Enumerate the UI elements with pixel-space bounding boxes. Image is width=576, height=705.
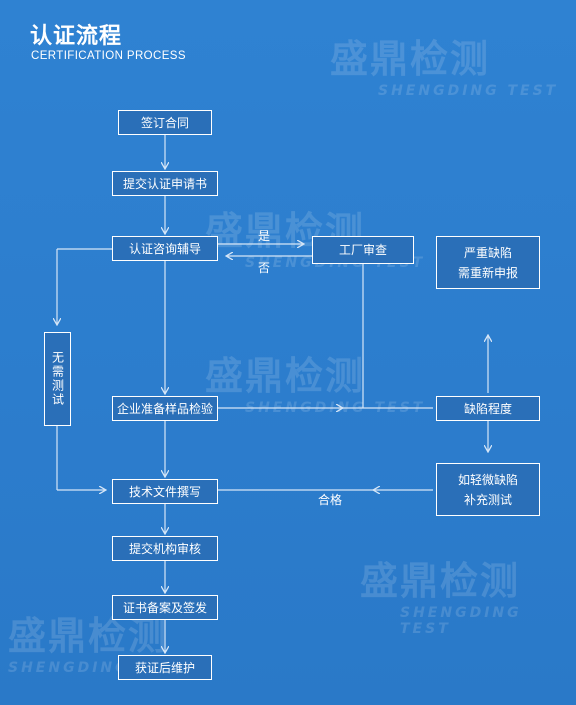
step-cert-filing: 证书备案及签发 <box>112 595 218 620</box>
step-submit-application: 提交认证申请书 <box>112 171 218 196</box>
edge-label-no: 否 <box>258 261 271 275</box>
step-sign-contract: 签订合同 <box>118 110 212 135</box>
page-subtitle: CERTIFICATION PROCESS <box>31 50 186 62</box>
step-factory-review: 工厂审查 <box>312 236 414 264</box>
step-label-line1: 如轻微缺陷 <box>457 472 518 487</box>
step-label: 企业准备样品检验 <box>116 401 213 416</box>
step-label: 认证咨询辅导 <box>128 241 201 256</box>
step-label: 工厂审查 <box>338 243 387 257</box>
step-consulting: 认证咨询辅导 <box>112 236 218 261</box>
step-agency-review: 提交机构审核 <box>112 536 218 561</box>
step-sample-test: 企业准备样品检验 <box>112 396 218 421</box>
edge-label-yes: 是 <box>258 229 271 243</box>
step-label: 提交机构审核 <box>128 541 201 556</box>
step-minor-defect: 如轻微缺陷 补充测试 <box>436 463 540 516</box>
page-title: 认证流程 <box>30 24 123 49</box>
step-post-maintenance: 获证后维护 <box>118 655 212 680</box>
step-label: 无需测试 <box>50 351 65 407</box>
step-label-line2: 补充测试 <box>463 492 512 507</box>
step-label: 缺陷程度 <box>463 401 512 416</box>
step-label: 技术文件撰写 <box>128 484 201 499</box>
step-tech-docs: 技术文件撰写 <box>112 479 218 504</box>
step-label: 获证后维护 <box>134 660 195 675</box>
step-no-test-needed: 无需测试 <box>44 332 71 426</box>
edge-label-pass: 合格 <box>318 493 343 507</box>
step-label-line2: 需重新申报 <box>457 265 518 280</box>
step-defect-level: 缺陷程度 <box>436 396 540 421</box>
step-label: 提交认证申请书 <box>122 176 207 191</box>
step-label: 签订合同 <box>140 115 189 130</box>
step-label: 证书备案及签发 <box>122 600 207 615</box>
step-serious-defect: 严重缺陷 需重新申报 <box>436 236 540 289</box>
step-label-line1: 严重缺陷 <box>463 245 512 260</box>
